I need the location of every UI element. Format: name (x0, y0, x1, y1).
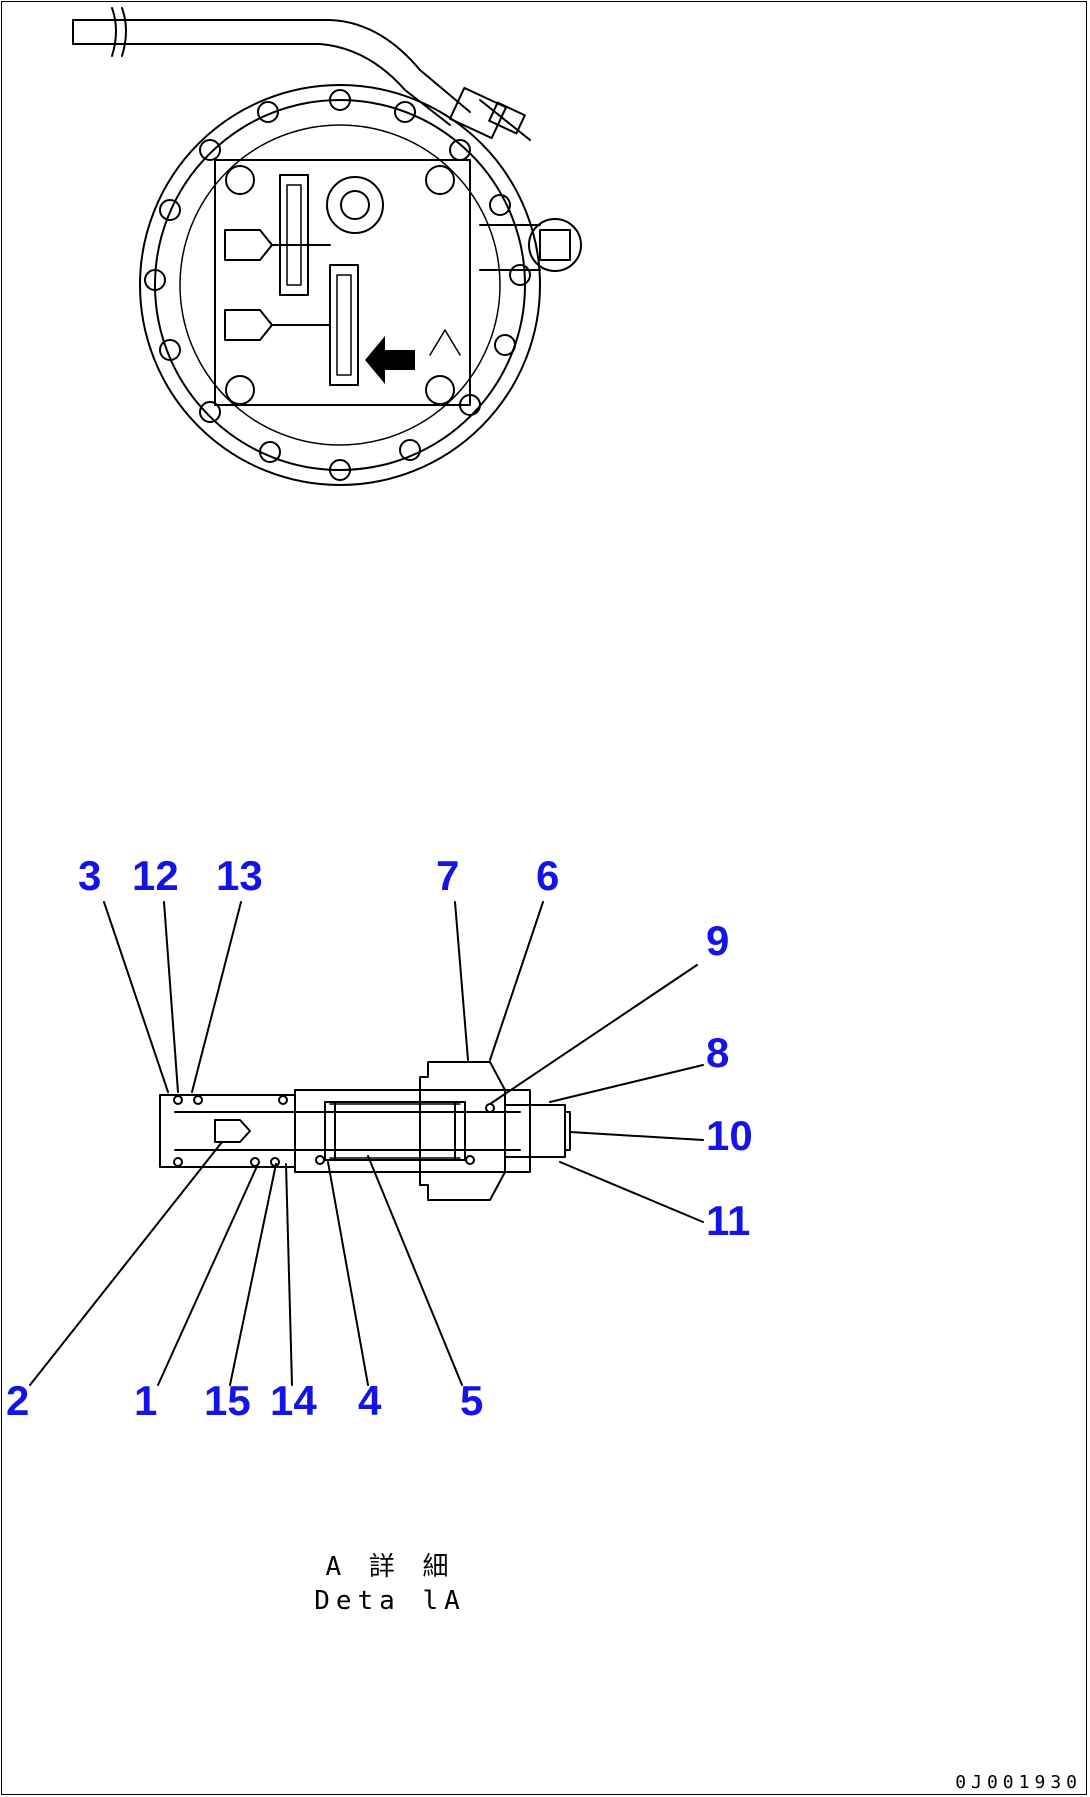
callout-14: 14 (270, 1377, 317, 1424)
leader-10 (569, 1131, 704, 1141)
leader-6 (489, 901, 544, 1061)
callout-10: 10 (706, 1112, 753, 1159)
motor-top-view (72, 7, 582, 486)
detail-caption-en: Deta lA (314, 1586, 466, 1616)
leader-3 (103, 901, 169, 1093)
leader-5 (367, 1155, 463, 1386)
leader-7 (454, 901, 469, 1061)
callout-4: 4 (358, 1377, 382, 1424)
leader-14 (285, 1163, 293, 1386)
leader-12 (163, 901, 179, 1093)
drawing-code: 0J001930 (955, 1772, 1082, 1793)
leader-9 (489, 964, 698, 1105)
callout-8: 8 (706, 1029, 730, 1076)
callout-3: 3 (78, 852, 102, 899)
leader-11 (559, 1161, 704, 1223)
callout-1: 1 (134, 1377, 158, 1424)
valve-detail-section (29, 901, 704, 1386)
detail-caption-jp: A 詳 細 (325, 1552, 455, 1582)
callout-6: 6 (536, 852, 560, 899)
detail-caption: A 詳 細 Deta lA (290, 1550, 490, 1618)
callout-2: 2 (6, 1377, 30, 1424)
leader-2 (29, 1141, 223, 1386)
callout-11: 11 (706, 1197, 751, 1244)
leader-13 (191, 901, 242, 1093)
leader-4 (327, 1161, 369, 1386)
callout-5: 5 (460, 1377, 484, 1424)
callout-13: 13 (216, 852, 263, 899)
callout-12: 12 (132, 852, 179, 899)
leader-15 (229, 1163, 277, 1386)
callout-9: 9 (706, 917, 730, 964)
callout-15: 15 (204, 1377, 251, 1424)
leader-1 (157, 1163, 259, 1386)
callout-7: 7 (436, 852, 460, 899)
leader-8 (549, 1064, 704, 1103)
